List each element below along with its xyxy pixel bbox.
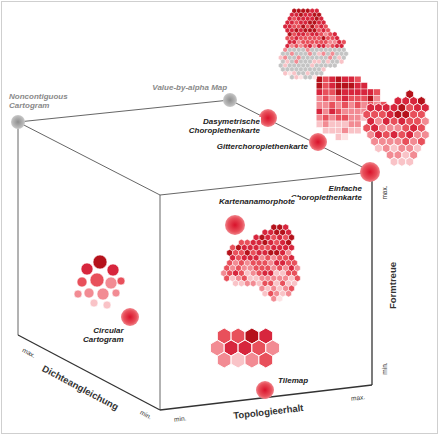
axes [18,172,372,410]
point-marker [225,215,245,235]
point-label: Circular Cartogram [80,326,125,344]
point-marker [11,115,25,129]
axis-title: Topologieerhalt [232,401,303,420]
anamorphic-map [221,224,300,302]
point-label: Tilemap [277,376,312,385]
axis-title: Formtreue [386,262,397,309]
axis-end-label: max. [381,185,388,199]
point-marker [121,308,139,326]
axis-end-label: min. [139,408,153,420]
point-label: Noncontiguous Cartogram [8,92,71,110]
point-marker [256,381,274,399]
axis-end-label: max. [21,346,37,359]
point-marker [360,162,380,182]
point-marker [259,109,277,127]
point-marker [223,93,237,107]
point-label: Kartenanamorphote [218,197,299,206]
tilemap-hexes [210,328,279,368]
axis-end-label: min. [381,362,388,374]
simple-choropleth-map [363,90,429,167]
grid-choropleth-map [316,76,386,140]
point-label: Dasymetrische Choroplethenkarte [185,117,261,135]
cube-edges [18,100,372,410]
axis-end-label: min. [173,414,186,422]
point-label: Value-by-alpha Map [149,83,228,92]
circular-cartogram-circles [74,255,125,309]
point-label: Gitterchoroplethenkarte [213,142,309,151]
axis-title: Dichteangleichung [40,362,120,412]
point-marker [309,133,327,151]
axis-end-label: max. [351,393,366,402]
map-illustrations [74,8,429,368]
dasymetric-map [279,8,349,80]
